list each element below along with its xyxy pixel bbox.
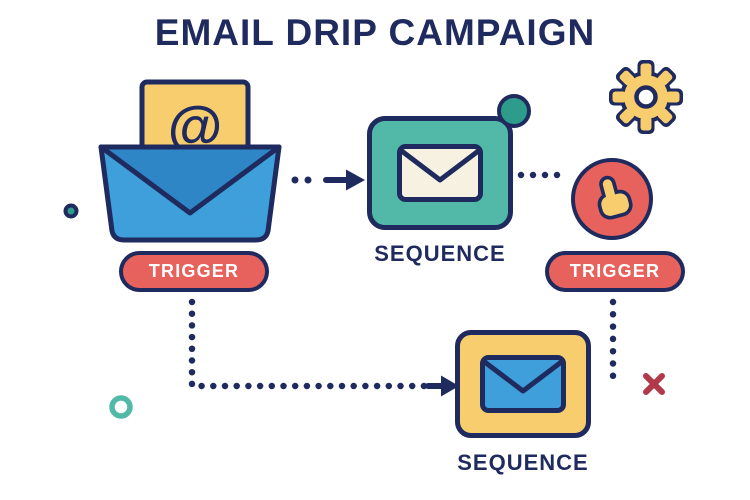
dot-decoration-ring: [109, 395, 133, 419]
trigger-badge-1: TRIGGER: [119, 251, 269, 292]
hand-click-icon: [597, 175, 633, 220]
sequence-node-1: [367, 116, 513, 230]
sequence-node-2: [455, 330, 591, 438]
arrow-trigger1-to-sequence2: [188, 298, 459, 397]
page-title: EMAIL DRIP CAMPAIGN: [154, 12, 596, 53]
gear-hole: [634, 85, 658, 109]
dot-decoration-small: [63, 203, 79, 219]
click-trigger-circle: [571, 158, 653, 240]
gear-icon: [609, 60, 683, 134]
open-envelope-icon: @: [98, 79, 282, 243]
sequence-label-1: SEQUENCE: [374, 241, 506, 266]
envelope-icon-cream: [397, 144, 483, 202]
envelope-pocket: [98, 144, 282, 243]
trigger-badge-2: TRIGGER: [545, 251, 685, 292]
arrow-trigger1-to-sequence1: [291, 169, 365, 191]
envelope-icon-blue: [480, 355, 566, 413]
x-icon: [643, 373, 665, 395]
sequence-label-2: SEQUENCE: [457, 450, 589, 475]
notification-dot: [497, 94, 531, 128]
